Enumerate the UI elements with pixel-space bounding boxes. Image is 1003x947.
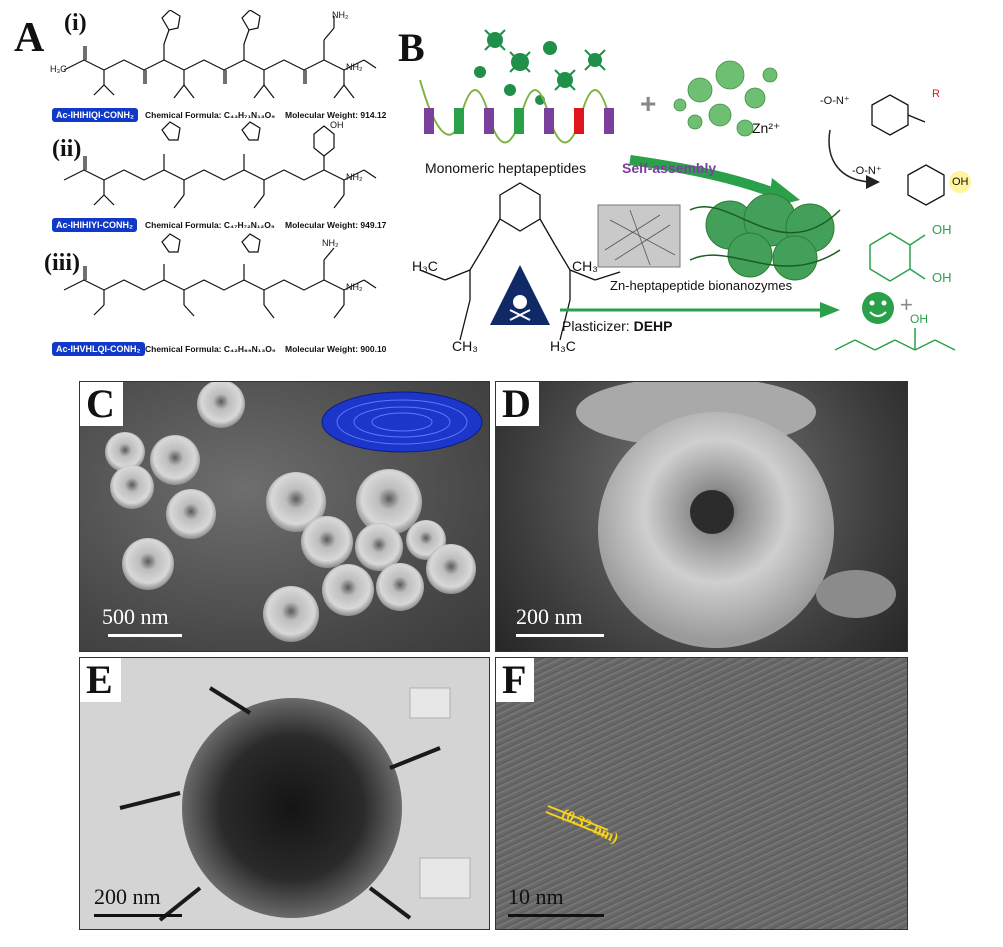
peptide-iii-tag: (iii) (44, 250, 80, 276)
product-nitro: -O-N⁺ (852, 165, 882, 177)
panel-b-letter: B (398, 25, 425, 70)
product-plus: + (900, 292, 913, 317)
atom-nh2-i: NH₂ (346, 62, 363, 72)
panel-f-scale-bar (508, 914, 604, 917)
zinc-label: Zn²⁺ (752, 120, 781, 136)
peptide-ii-tag: (ii) (52, 136, 82, 162)
peptide-i-name: Ac-IHIHIQI-CONH₂ (52, 108, 138, 122)
panel-e-scale-label: 200 nm (94, 884, 161, 909)
dehp-h3c-bottom-right: H₃C (550, 338, 576, 354)
peptide-i-weight: Molecular Weight: 914.12 (285, 110, 387, 120)
plus-sign: + (640, 88, 657, 119)
self-assembly-label: Self-assembly (622, 160, 717, 176)
product-oh: OH (952, 176, 969, 188)
peptide-i-formula: Chemical Formula: C₄₃H₇₁N₁₃O₉ (145, 110, 276, 120)
phthalic-oh-bottom: OH (932, 270, 952, 285)
dehp-ch3-right: CH₃ (572, 258, 598, 274)
panel-e-particle (119, 686, 471, 922)
panel-e-scale-bar (94, 914, 182, 917)
peptide-i-structure (63, 10, 377, 99)
atom-nh2-iii: NH₂ (346, 282, 363, 292)
dehp-h3c: H₃C (412, 258, 438, 274)
substrate-nitro: -O-N⁺ (820, 95, 850, 107)
panel-b-scheme (419, 29, 971, 351)
panel-f-hrtem: F (0.32 nm) 10 nm (495, 657, 908, 930)
panel-d-scale-bar (516, 634, 604, 637)
peptide-iii-weight: Molecular Weight: 900.10 (285, 344, 387, 354)
panel-f-scale-label: 10 nm (508, 884, 564, 909)
peptide-i-tag: (i) (64, 10, 87, 36)
dehp-ch3-bottom-left: CH₃ (452, 338, 478, 354)
plasticizer-label: Plasticizer: DEHP (562, 318, 672, 334)
panel-f-lattice-lines (545, 805, 609, 837)
atom-nh2-iii-side: NH₂ (322, 238, 339, 248)
peptide-iii-name: Ac-IHVHLQI-CONH₂ (52, 342, 145, 356)
alcohol-oh: OH (910, 312, 928, 326)
monomer-label: Monomeric heptapeptides (425, 160, 587, 176)
panel-c-letter: C (80, 382, 123, 426)
atom-oh-ii: OH (330, 120, 344, 130)
panel-d-sem: D 200 nm (495, 381, 908, 652)
substrate-r: R (932, 88, 940, 100)
peptide-iii-formula: Chemical Formula: C₄₂H₆₉N₁₃O₉ (145, 344, 276, 354)
panel-d-particle (576, 382, 896, 648)
panel-c-scale-bar (108, 634, 182, 637)
panel-e-letter: E (80, 658, 121, 702)
atom-h3c-i: H₃C (50, 64, 67, 74)
panel-f-letter: F (496, 658, 535, 702)
panel-e-tem: E 200 nm (79, 657, 490, 930)
panel-c-scale-label: 500 nm (102, 604, 169, 629)
bionanozyme-label: Zn-heptapeptide bionanozymes (610, 278, 793, 293)
panel-c-sem: C 500 nm (79, 381, 490, 652)
peptide-ii-formula: Chemical Formula: C₄₇H₇₂N₁₂O₉ (145, 220, 275, 230)
panel-d-scale-label: 200 nm (516, 604, 583, 629)
peptide-iii-structure (63, 233, 377, 319)
panel-c-particles (105, 382, 483, 642)
plasticizer-prefix: Plasticizer: (562, 318, 634, 334)
atom-nh2-i-side: NH₂ (332, 10, 349, 20)
panel-d-letter: D (496, 382, 539, 426)
peptide-ii-structure (63, 121, 377, 209)
atom-nh2-ii: NH₂ (346, 172, 363, 182)
plasticizer-name: DEHP (633, 318, 673, 334)
peptide-ii-weight: Molecular Weight: 949.17 (285, 220, 387, 230)
phthalic-oh-top: OH (932, 222, 952, 237)
panel-a-letter: A (14, 15, 45, 61)
peptide-ii-name: Ac-IHIHIYI-CONH₂ (52, 218, 138, 232)
